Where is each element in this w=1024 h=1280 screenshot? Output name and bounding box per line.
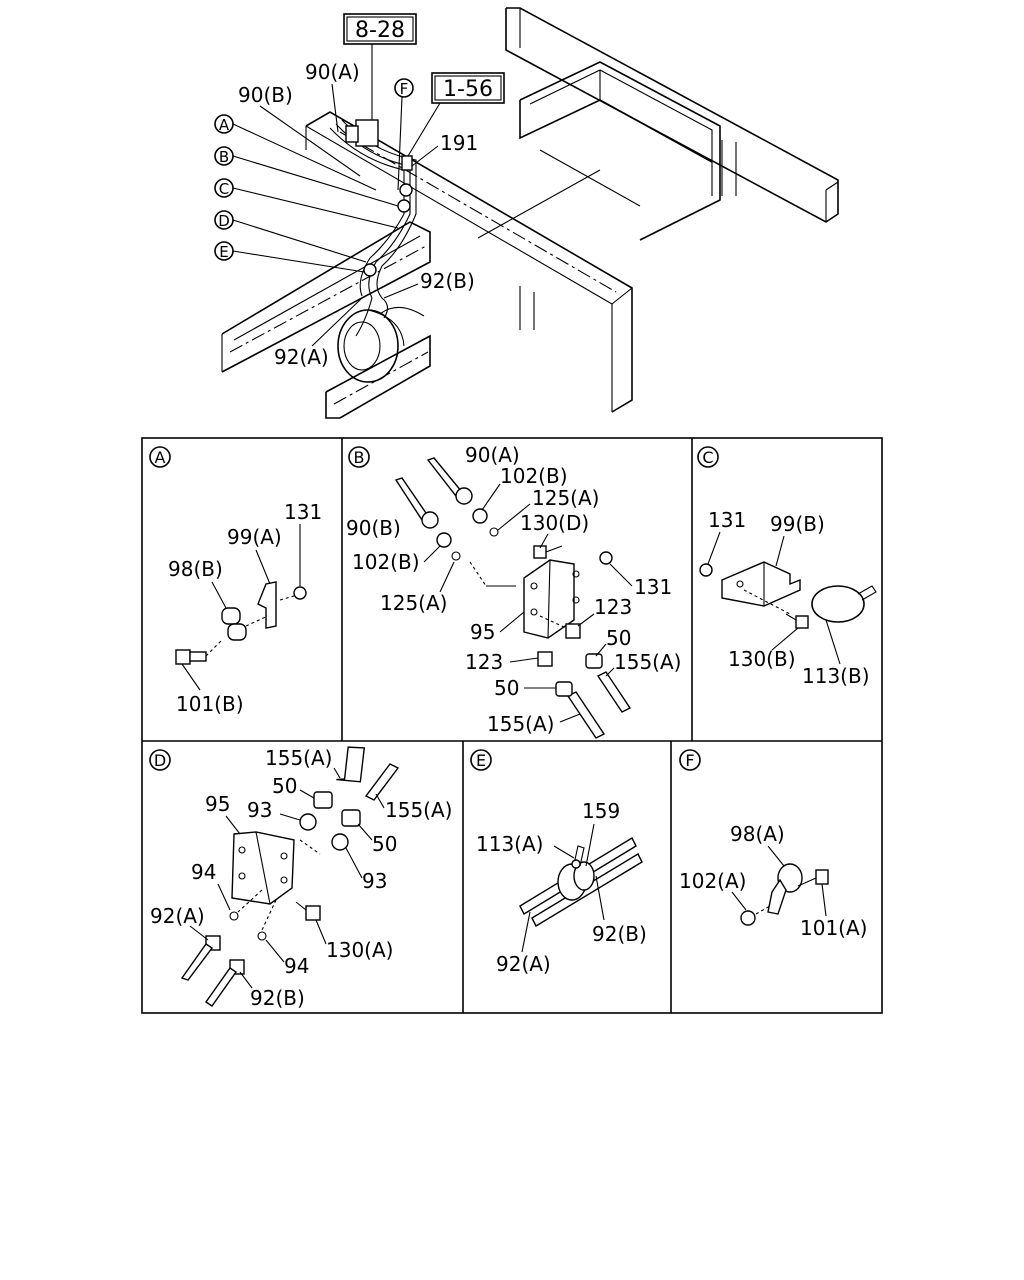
panel-B-letter: B <box>354 448 365 467</box>
panel-B-label-123-left: 123 <box>465 650 503 674</box>
callout-92A: 92(A) <box>274 345 329 369</box>
marker-F-letter: F <box>400 80 409 98</box>
rear-tire <box>337 306 425 383</box>
detail-grid <box>141 437 883 1014</box>
panel-D-label-95: 95 <box>205 792 230 816</box>
marker-F: F <box>394 78 414 191</box>
panel-E-label-113A: 113(A) <box>476 832 543 856</box>
panel-B-label-155A-right: 155(A) <box>614 650 681 674</box>
panel-A-label-98B: 98(B) <box>168 557 223 581</box>
chassis-overview: 8-28 1-56 90(A) 90(B) 191 92(B) 92(A) F … <box>214 7 839 419</box>
panel-E-label-159: 159 <box>582 799 620 823</box>
panel-D-label-93-right: 93 <box>362 869 387 893</box>
panel-D-label-155A-right: 155(A) <box>385 798 452 822</box>
cross-member <box>477 61 721 241</box>
ref-box-1-56: 1-56 <box>407 72 505 157</box>
callout-90B: 90(B) <box>238 83 293 107</box>
panel-C-label-99B: 99(B) <box>770 512 825 536</box>
panel-B-label-50-left: 50 <box>494 676 519 700</box>
panel-D-label-94-bottom: 94 <box>284 954 309 978</box>
detail-panel-C: C 131 99(B) 130(B) 113(B) <box>697 446 877 688</box>
panel-D-label-92A: 92(A) <box>150 904 205 928</box>
panel-E-label-92A: 92(A) <box>496 952 551 976</box>
detail-panel-A: A 131 99(A) 98(B) 101(B) <box>149 446 322 716</box>
marker-E: E <box>214 241 365 273</box>
marker-B-letter: B <box>219 148 229 166</box>
panel-C-label-113B: 113(B) <box>802 664 870 688</box>
panel-B-label-130D: 130(D) <box>520 511 589 535</box>
panel-D-label-155A-top: 155(A) <box>265 746 332 770</box>
panel-F-letter: F <box>685 751 694 770</box>
ref-box-8-28: 8-28 <box>343 13 417 120</box>
panel-D-label-93-top: 93 <box>247 798 272 822</box>
panel-B-label-125A-top: 125(A) <box>532 486 599 510</box>
panel-D-label-94-top: 94 <box>191 860 216 884</box>
panel-B-label-102B-left: 102(B) <box>352 550 420 574</box>
panel-A-label-99A: 99(A) <box>227 525 282 549</box>
marker-C: C <box>214 178 399 229</box>
panel-A-letter: A <box>155 448 166 467</box>
detail-panel-B: B 90(A) 102(B) <box>346 443 681 739</box>
panel-B-label-102B-top: 102(B) <box>500 464 568 488</box>
relay-valve <box>345 119 413 277</box>
panel-C-label-130B: 130(B) <box>728 647 796 671</box>
panel-B-label-50-right: 50 <box>606 626 631 650</box>
callout-90A: 90(A) <box>305 60 360 84</box>
panel-F-label-102A: 102(A) <box>679 869 746 893</box>
callout-191: 191 <box>440 131 478 155</box>
center-frame-rail <box>305 111 633 413</box>
marker-C-letter: C <box>219 180 229 198</box>
panel-D-label-50-right: 50 <box>372 832 397 856</box>
ref-label-1-56: 1-56 <box>443 77 493 102</box>
marker-D-letter: D <box>218 212 230 230</box>
upper-frame-rail <box>505 7 839 223</box>
marker-B: B <box>214 146 399 207</box>
panel-C-label-131: 131 <box>708 508 746 532</box>
panel-B-label-125A-left: 125(A) <box>380 591 447 615</box>
callout-92B: 92(B) <box>420 269 475 293</box>
panel-B-label-131: 131 <box>634 575 672 599</box>
detail-panel-D: D 155(A) 50 95 93 <box>149 746 452 1010</box>
panel-B-label-90A: 90(A) <box>465 443 520 467</box>
panel-F-label-101A: 101(A) <box>800 916 867 940</box>
marker-E-letter: E <box>219 243 228 261</box>
panel-B-label-155A-bottom: 155(A) <box>487 712 554 736</box>
panel-D-label-92B: 92(B) <box>250 986 305 1010</box>
detail-panel-E: E 159 113(A) 92(B) 92(A) <box>470 749 647 976</box>
panel-F-label-98A: 98(A) <box>730 822 785 846</box>
panel-A-label-101B: 101(B) <box>176 692 244 716</box>
panel-D-letter: D <box>154 751 166 770</box>
panel-E-label-92B: 92(B) <box>592 922 647 946</box>
marker-D: D <box>214 210 367 263</box>
panel-B-label-95: 95 <box>470 620 495 644</box>
bottom-frame-rail <box>325 334 431 419</box>
marker-A-letter: A <box>219 116 230 134</box>
panel-C-letter: C <box>702 448 713 467</box>
marker-A: A <box>214 114 377 191</box>
panel-B-label-90B: 90(B) <box>346 516 401 540</box>
brake-pipes <box>329 119 417 337</box>
detail-panel-F: F 98(A) 102(A) 101(A) <box>679 749 867 940</box>
panel-E-letter: E <box>476 751 486 770</box>
panel-D-label-130A: 130(A) <box>326 938 393 962</box>
panel-A-label-131: 131 <box>284 500 322 524</box>
ref-label-8-28: 8-28 <box>355 18 405 43</box>
panel-D-label-50-top: 50 <box>272 774 297 798</box>
panel-B-label-123-right: 123 <box>594 595 632 619</box>
